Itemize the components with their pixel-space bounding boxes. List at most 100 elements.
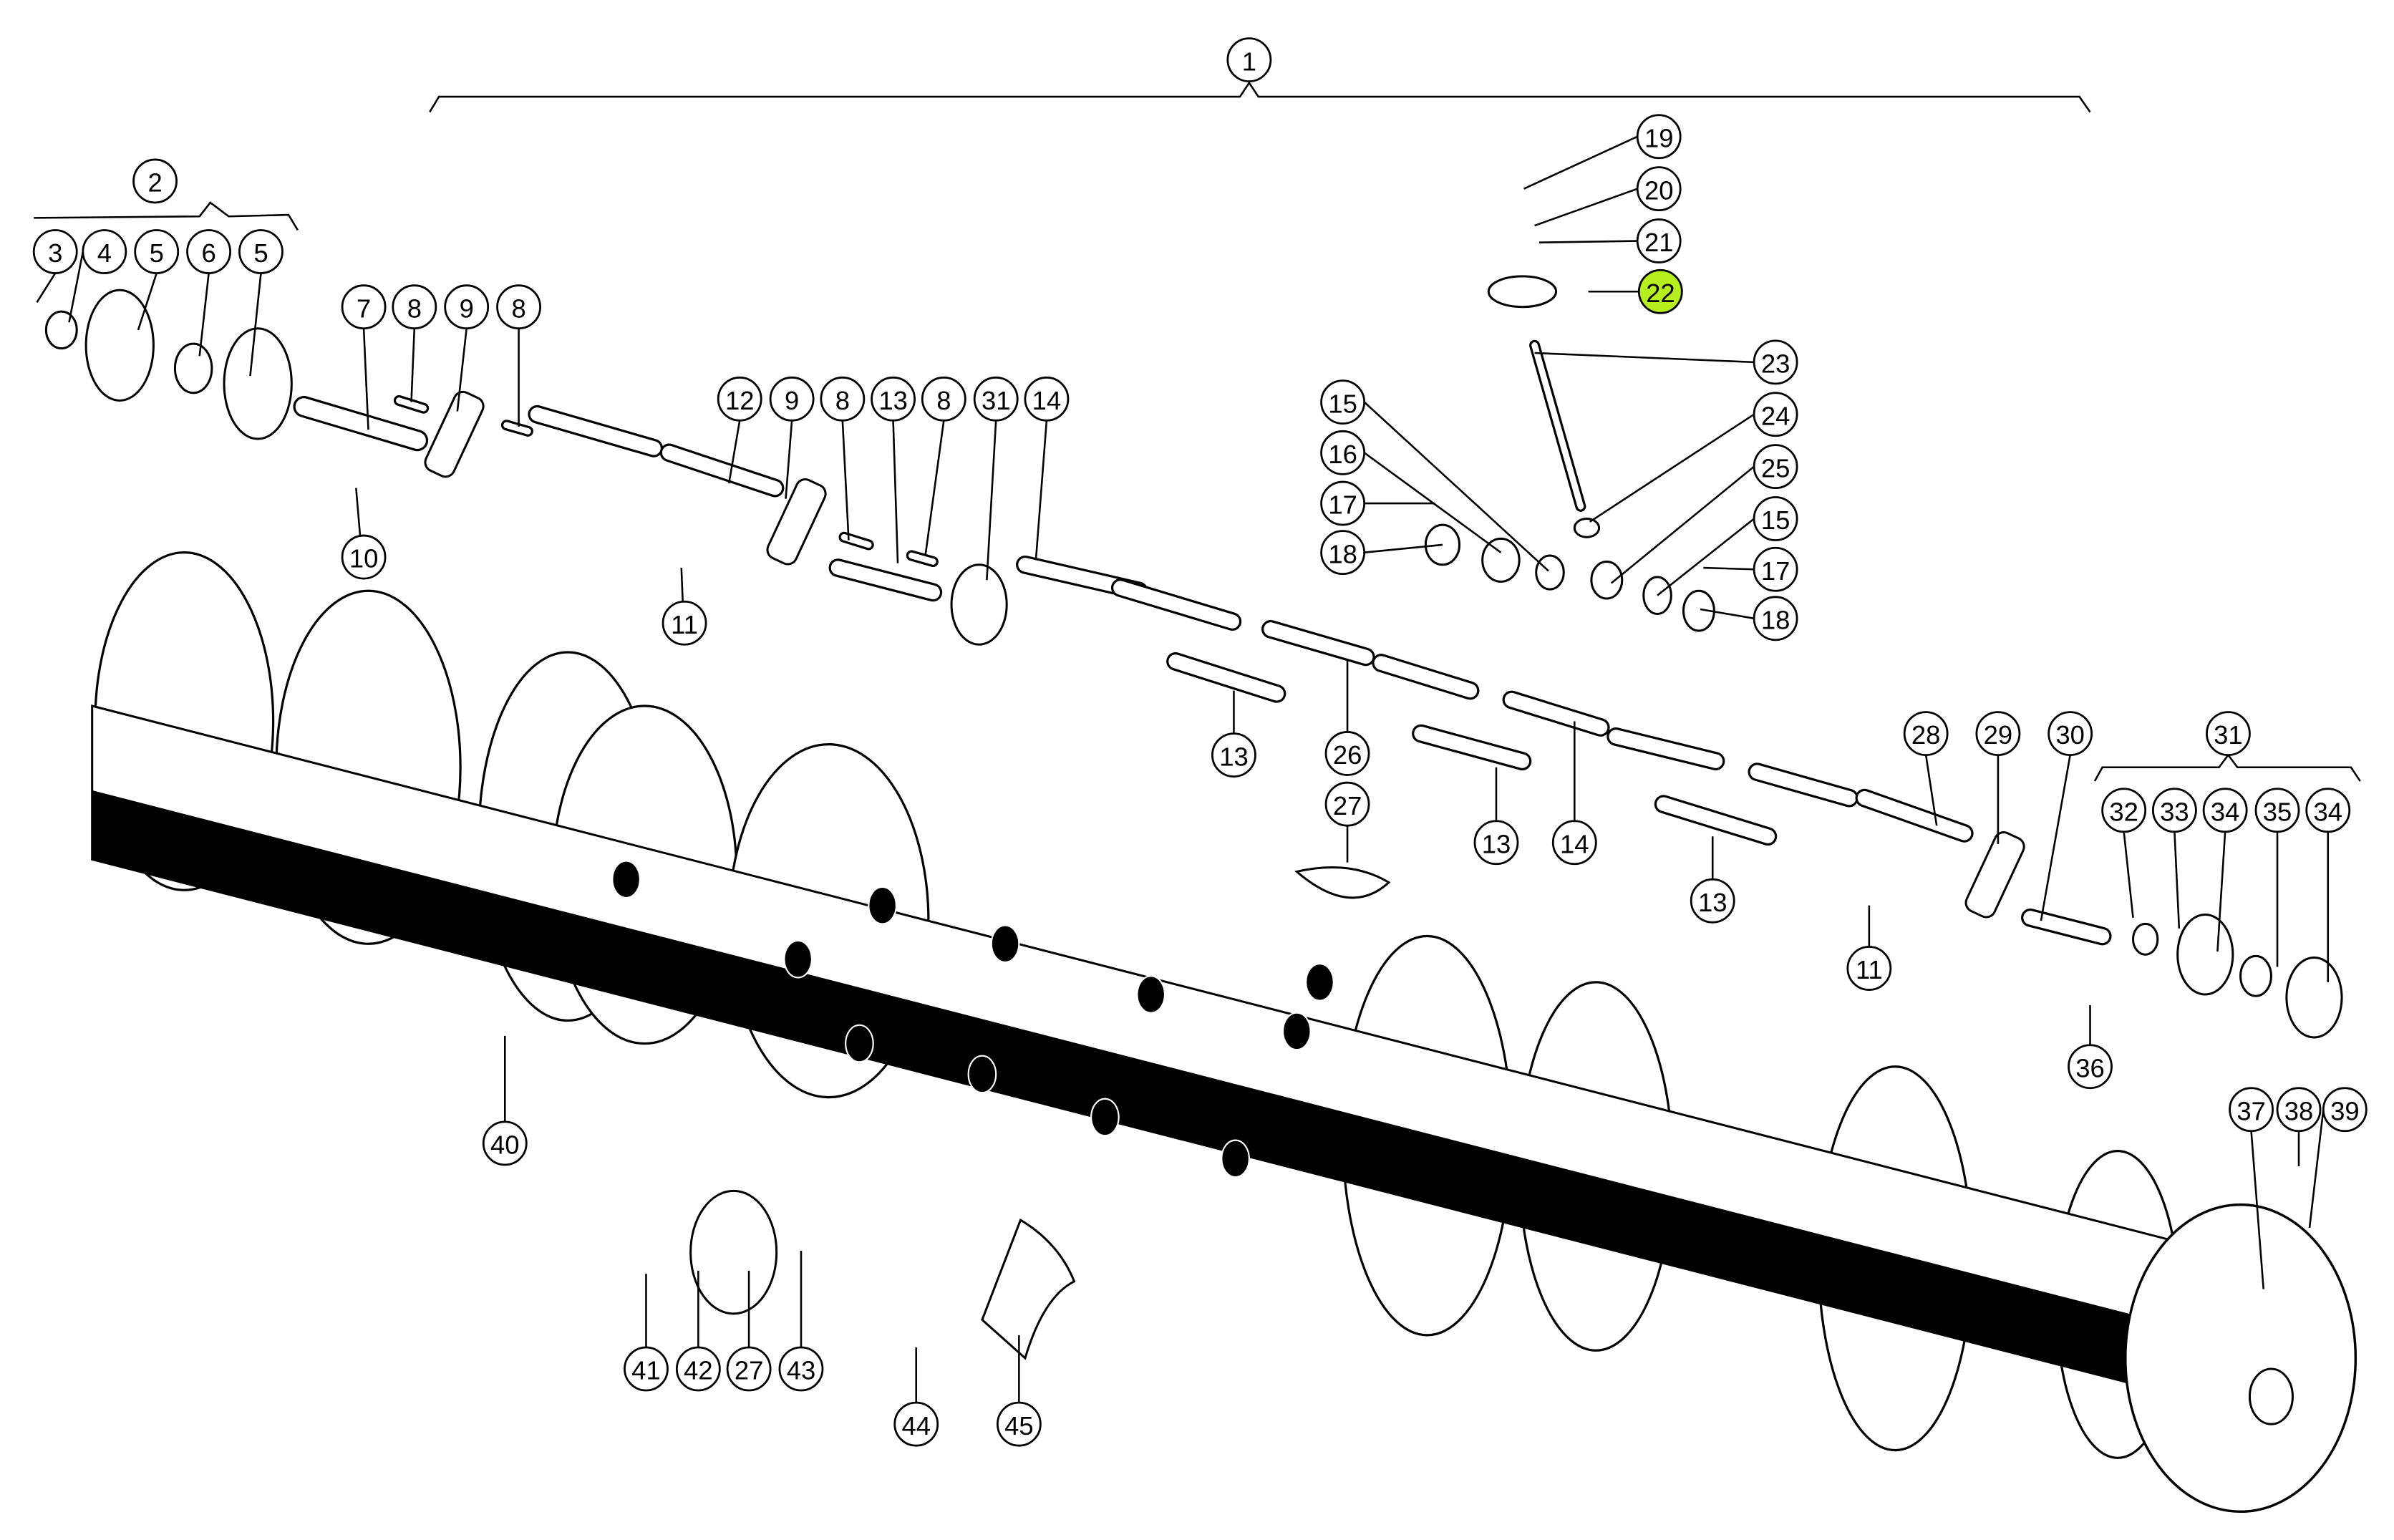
tube-hole: [845, 1024, 874, 1063]
bearing-collar: [2132, 922, 2159, 956]
callout-circle: [1753, 496, 1798, 541]
callout-20[interactable]: 20: [1636, 166, 1682, 212]
callout-32[interactable]: 32: [2101, 788, 2147, 833]
callout-circle: [973, 376, 1019, 422]
callout-33[interactable]: 33: [2152, 788, 2197, 833]
leader-line-32: [2123, 831, 2134, 918]
shaft: [1113, 581, 1239, 629]
callout-2[interactable]: 2: [132, 158, 178, 204]
flange-disc: [84, 289, 155, 402]
flange-disc: [2285, 957, 2343, 1039]
callout-7[interactable]: 7: [341, 284, 387, 330]
callout-45[interactable]: 45: [996, 1401, 1042, 1447]
callout-label: 22: [1646, 279, 1675, 308]
callout-34[interactable]: 34: [2202, 788, 2248, 833]
callout-label: 38: [2284, 1096, 2314, 1125]
callout-circle: [444, 284, 490, 330]
callout-13[interactable]: 13: [1473, 820, 1519, 866]
callout-44[interactable]: 44: [893, 1401, 939, 1447]
callout-circle: [2202, 788, 2248, 833]
callout-circle: [496, 284, 541, 330]
callout-42[interactable]: 42: [675, 1346, 721, 1392]
callout-17[interactable]: 17: [1753, 546, 1798, 592]
callout-11[interactable]: 11: [662, 600, 707, 646]
scraper-45: [981, 1218, 1076, 1360]
callout-12[interactable]: 12: [717, 376, 762, 422]
callout-31[interactable]: 31: [973, 376, 1019, 422]
callout-9[interactable]: 9: [444, 284, 490, 330]
callout-18[interactable]: 18: [1320, 530, 1366, 576]
callout-10[interactable]: 10: [341, 534, 387, 580]
callout-28[interactable]: 28: [1903, 711, 1949, 756]
callout-9[interactable]: 9: [769, 376, 815, 422]
callout-15[interactable]: 15: [1753, 496, 1798, 541]
callout-27[interactable]: 27: [1324, 781, 1370, 827]
callout-26[interactable]: 26: [1324, 731, 1370, 776]
callout-8[interactable]: 8: [392, 284, 437, 330]
callout-13[interactable]: 13: [871, 376, 916, 422]
callout-14[interactable]: 14: [1551, 820, 1597, 866]
callout-30[interactable]: 30: [2048, 711, 2093, 756]
callout-4[interactable]: 4: [82, 229, 127, 274]
callout-label: 31: [982, 386, 1011, 415]
callout-label: 15: [1328, 389, 1357, 418]
callout-40[interactable]: 40: [482, 1120, 528, 1166]
callout-14[interactable]: 14: [1024, 376, 1070, 422]
callout-label: 25: [1761, 453, 1790, 483]
callout-label: 27: [735, 1356, 764, 1385]
callout-41[interactable]: 41: [624, 1346, 669, 1392]
callout-label: 44: [901, 1411, 931, 1440]
callout-29[interactable]: 29: [1975, 711, 2021, 756]
callout-13[interactable]: 13: [1690, 878, 1735, 924]
callout-21[interactable]: 21: [1636, 218, 1682, 263]
callout-label: 28: [1911, 720, 1941, 750]
callout-34[interactable]: 34: [2305, 788, 2351, 833]
callout-36[interactable]: 36: [2068, 1044, 2113, 1090]
callout-25[interactable]: 25: [1753, 444, 1798, 490]
callout-6[interactable]: 6: [186, 229, 231, 274]
callout-35[interactable]: 35: [2254, 788, 2300, 833]
callout-8[interactable]: 8: [820, 376, 866, 422]
auger-tube: [91, 704, 2357, 1514]
callout-label: 13: [1219, 742, 1249, 771]
callout-label: 21: [1644, 228, 1674, 257]
leader-line-8: [841, 420, 850, 541]
callout-18[interactable]: 18: [1753, 596, 1798, 641]
tube-shadow: [92, 790, 2302, 1428]
callout-38[interactable]: 38: [2276, 1087, 2322, 1133]
callout-label: 8: [511, 294, 525, 323]
callout-24[interactable]: 24: [1753, 392, 1798, 437]
callout-label: 18: [1328, 539, 1357, 568]
callout-circle: [186, 229, 231, 274]
callout-1[interactable]: 1: [1226, 37, 1272, 82]
callout-5[interactable]: 5: [238, 229, 284, 274]
callout-3[interactable]: 3: [32, 229, 78, 274]
callout-17[interactable]: 17: [1320, 480, 1366, 526]
callout-43[interactable]: 43: [778, 1346, 824, 1392]
callout-22[interactable]: 22: [1637, 268, 1683, 314]
bearing-bracket: [424, 390, 485, 478]
callout-5[interactable]: 5: [134, 229, 180, 274]
callout-37[interactable]: 37: [2229, 1087, 2274, 1133]
leader-line-24: [1589, 413, 1776, 523]
callout-39[interactable]: 39: [2322, 1087, 2368, 1133]
callout-19[interactable]: 19: [1636, 114, 1682, 160]
callout-8[interactable]: 8: [496, 284, 541, 330]
callout-circle: [1753, 546, 1798, 592]
leader-line-37: [2250, 1130, 2265, 1289]
callout-label: 8: [407, 294, 422, 323]
callout-8[interactable]: 8: [921, 376, 966, 422]
callout-label: 18: [1761, 605, 1790, 634]
callout-23[interactable]: 23: [1753, 339, 1798, 385]
callout-circle: [871, 376, 916, 422]
callout-circle: [1636, 114, 1682, 160]
callout-31[interactable]: 31: [2206, 711, 2251, 756]
callout-label: 14: [1560, 829, 1589, 858]
tube-hole: [967, 1055, 997, 1094]
callout-13[interactable]: 13: [1211, 732, 1256, 778]
callout-27[interactable]: 27: [726, 1346, 772, 1392]
callout-16[interactable]: 16: [1320, 430, 1366, 475]
callout-11[interactable]: 11: [1846, 946, 1892, 991]
callout-15[interactable]: 15: [1320, 379, 1366, 425]
